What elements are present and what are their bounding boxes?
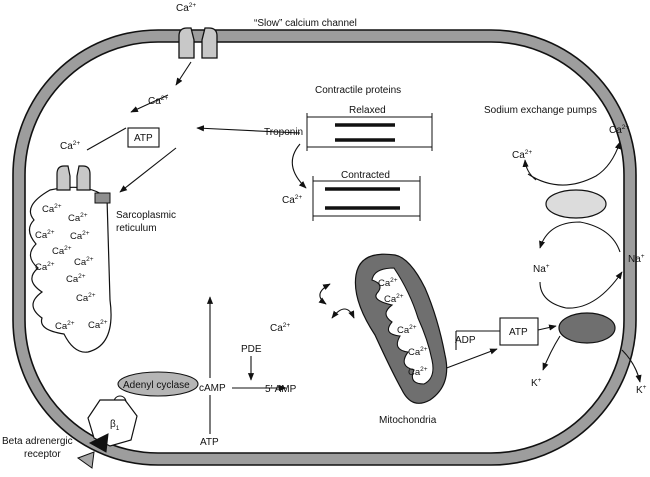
sarcoplasmic-label-1: Sarcoplasmic [116, 210, 176, 221]
atp-to-pump-arrow [537, 324, 557, 331]
svg-text:Ca2+: Ca2+ [42, 203, 62, 215]
mito-ca-2: Ca2+ [384, 293, 404, 305]
reticulum-pump [94, 192, 111, 204]
beta1-label: β1 [110, 419, 120, 432]
agonist-bound [88, 433, 109, 453]
ca-to-reticulum-arrow [130, 94, 169, 113]
channel-inflow-arrow [175, 61, 192, 86]
ca-release: Ca2+ [60, 140, 80, 152]
stored-calcium: Ca2+ Ca2+ Ca2+ Ca2+ Ca2+ Ca2+ Ca2+ Ca2+ … [35, 203, 108, 332]
troponin-arrow [196, 125, 301, 134]
contracted-label: Contracted [341, 170, 390, 181]
mitochondria-label: Mitochondria [379, 415, 437, 426]
relaxed-label: Relaxed [349, 105, 386, 116]
beta-receptor-label-2: receptor [24, 449, 61, 460]
sodium-pumps-label: Sodium exchange pumps [484, 105, 597, 116]
release-line [86, 127, 127, 151]
ca-cytoplasm-2: Ca2+ [270, 322, 290, 334]
reticulum-channel [56, 165, 91, 191]
camp-label: cAMP [199, 383, 226, 394]
svg-text:Ca2+: Ca2+ [88, 319, 108, 331]
mitochondria-inner [371, 267, 434, 385]
sodium-calcium-exchanger [545, 189, 607, 219]
adp-label: ADP [455, 335, 476, 346]
adenyl-cyclase-label: Adenyl cyclase [123, 380, 190, 391]
ca-channel-ion: Ca2+ [176, 2, 196, 14]
mito-exchange-arrow-1 [318, 283, 331, 305]
svg-text:Ca2+: Ca2+ [74, 256, 94, 268]
atp-box-pumps [499, 317, 539, 346]
ca-troponin: Ca2+ [282, 194, 302, 206]
adenyl-cyclase [117, 371, 199, 397]
mito-ca-5: Ca2+ [408, 366, 428, 378]
mito-exchange-arrow-2 [331, 308, 355, 319]
na-influx-arrow [539, 221, 621, 253]
mito-ca-4: Ca2+ [408, 346, 428, 358]
mito-ca-3: Ca2+ [397, 324, 417, 336]
beta-receptor-label-1: Beta adrenergic [2, 436, 73, 447]
na-efflux-arrow [539, 271, 623, 309]
k-out: K+ [636, 384, 647, 396]
na-in: Na+ [533, 263, 550, 275]
atp-label-pumps: ATP [509, 327, 528, 338]
k-in-arrow [542, 335, 561, 371]
atp-label-camp: ATP [200, 437, 219, 448]
slow-calcium-channel-label: “Slow” calcium channel [254, 18, 357, 29]
k-in: K+ [531, 377, 542, 389]
relaxed-sarcomere [306, 113, 433, 151]
svg-text:Ca2+: Ca2+ [55, 320, 75, 332]
ca-exchange-arrow [527, 141, 621, 186]
svg-text:Ca2+: Ca2+ [76, 292, 96, 304]
na-out: Na+ [628, 253, 645, 265]
svg-text:Ca2+: Ca2+ [66, 273, 86, 285]
agonist-free [76, 451, 95, 469]
atp-pump-arrow [119, 147, 177, 193]
ca-exchange-arrow-2 [522, 159, 537, 181]
ca-efflux-in: Ca2+ [512, 149, 532, 161]
five-amp-label: 5’ AMP [265, 384, 297, 395]
svg-text:Ca2+: Ca2+ [35, 229, 55, 241]
svg-text:Ca2+: Ca2+ [52, 245, 72, 257]
cell-membrane [12, 29, 637, 466]
atp-label-reticulum: ATP [134, 133, 153, 144]
pde-label: PDE [241, 344, 262, 355]
ca-cytoplasm-1: Ca2+ [148, 95, 168, 107]
sarcoplasmic-label-2: reticulum [116, 223, 157, 234]
contractile-proteins-label: Contractile proteins [315, 85, 401, 96]
svg-text:Ca2+: Ca2+ [68, 212, 88, 224]
beta-receptor [87, 399, 138, 447]
k-out-arrow [621, 349, 642, 383]
svg-text:Ca2+: Ca2+ [35, 261, 55, 273]
binding-curve-arrow [291, 143, 307, 189]
mito-ca-1: Ca2+ [378, 277, 398, 289]
ca-efflux-out: Ca2+ [609, 124, 629, 136]
sarcoplasmic-reticulum [28, 186, 112, 353]
sodium-potassium-pump [558, 312, 616, 344]
contracted-sarcomere [312, 176, 421, 221]
slow-calcium-channel [178, 27, 218, 59]
atp-box-reticulum [127, 127, 160, 148]
svg-text:Ca2+: Ca2+ [70, 230, 90, 242]
